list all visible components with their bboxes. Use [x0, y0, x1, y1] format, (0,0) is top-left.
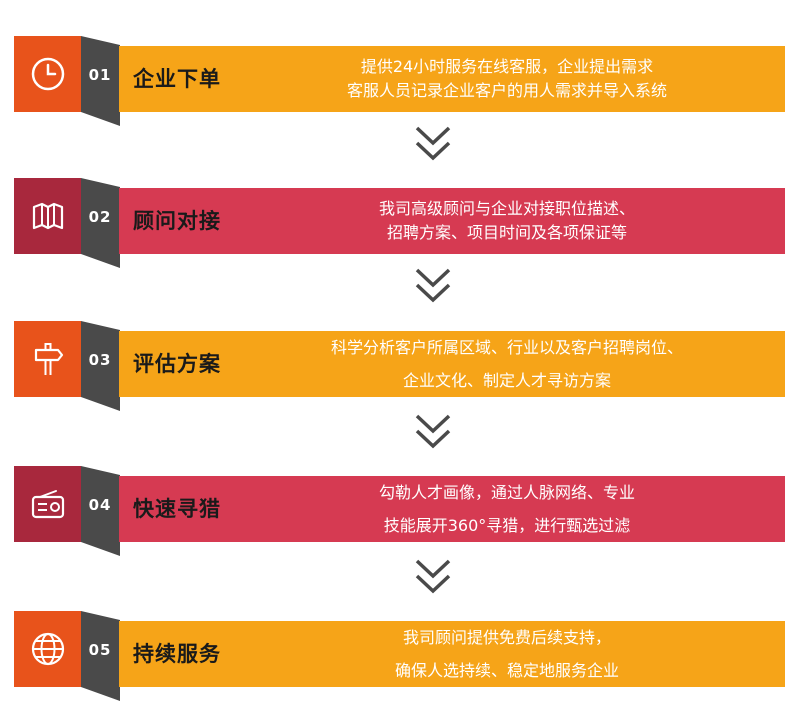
process-step: 05 持续服务 我司顾问提供免费后续支持， 确保人选持续、稳定地服务企业 [0, 599, 800, 701]
step-description: 科学分析客户所属区域、行业以及客户招聘岗位、 企业文化、制定人才寻访方案 [249, 331, 765, 397]
step-number: 03 [88, 351, 112, 369]
chevron-down-icon [414, 266, 452, 306]
step-title: 快速寻猎 [133, 497, 221, 521]
chevron-down-icon [414, 412, 452, 452]
radio-icon [31, 490, 64, 519]
globe-icon [31, 632, 64, 666]
chevron-down-icon [414, 557, 452, 597]
step-bar: 持续服务 我司顾问提供免费后续支持， 确保人选持续、稳定地服务企业 [119, 621, 785, 687]
step-bar: 顾问对接 我司高级顾问与企业对接职位描述、 招聘方案、项目时间及各项保证等 [119, 188, 785, 254]
step-title: 顾问对接 [133, 209, 221, 233]
step-fold [81, 611, 120, 701]
step-icon-box [14, 36, 81, 112]
step-icon-box [14, 466, 81, 542]
step-fold [81, 178, 120, 268]
step-description-line: 招聘方案、项目时间及各项保证等 [386, 223, 627, 242]
step-description: 提供24小时服务在线客服，企业提出需求 客服人员记录企业客户的用人需求并导入系统 [249, 46, 765, 112]
step-fold [81, 466, 120, 556]
process-step: 03 评估方案 科学分析客户所属区域、行业以及客户招聘岗位、 企业文化、制定人才… [0, 309, 800, 411]
step-icon-box [14, 321, 81, 397]
step-fold [81, 321, 120, 411]
step-number: 05 [88, 641, 112, 659]
map-icon [32, 202, 63, 230]
process-step: 02 顾问对接 我司高级顾问与企业对接职位描述、 招聘方案、项目时间及各项保证等 [0, 166, 800, 268]
step-description-line: 我司顾问提供免费后续支持， [402, 628, 611, 647]
signpost-icon [34, 343, 63, 375]
process-step: 04 快速寻猎 勾勒人才画像，通过人脉网络、专业 技能展开360°寻猎，进行甄选… [0, 454, 800, 556]
step-number: 01 [88, 66, 112, 84]
step-description-line: 勾勒人才画像，通过人脉网络、专业 [378, 483, 635, 502]
step-description-line: 我司高级顾问与企业对接职位描述、 [378, 199, 635, 218]
step-icon-box [14, 178, 81, 254]
chevron-down-icon [414, 124, 452, 164]
step-description-line: 企业文化、制定人才寻访方案 [402, 371, 611, 390]
step-description-line: 科学分析客户所属区域、行业以及客户招聘岗位、 [330, 338, 683, 357]
step-bar: 评估方案 科学分析客户所属区域、行业以及客户招聘岗位、 企业文化、制定人才寻访方… [119, 331, 785, 397]
step-description-line: 客服人员记录企业客户的用人需求并导入系统 [346, 81, 667, 100]
step-number: 02 [88, 208, 112, 226]
step-description: 我司高级顾问与企业对接职位描述、 招聘方案、项目时间及各项保证等 [249, 188, 765, 254]
step-bar: 快速寻猎 勾勒人才画像，通过人脉网络、专业 技能展开360°寻猎，进行甄选过滤 [119, 476, 785, 542]
process-step: 01 企业下单 提供24小时服务在线客服，企业提出需求 客服人员记录企业客户的用… [0, 24, 800, 126]
step-fold [81, 36, 120, 126]
step-number: 04 [88, 496, 112, 514]
clock-icon [31, 57, 64, 91]
step-description-line: 提供24小时服务在线客服，企业提出需求 [360, 57, 654, 76]
step-title: 评估方案 [133, 352, 221, 376]
step-icon-box [14, 611, 81, 687]
step-description-line: 技能展开360°寻猎，进行甄选过滤 [383, 516, 631, 535]
step-bar: 企业下单 提供24小时服务在线客服，企业提出需求 客服人员记录企业客户的用人需求… [119, 46, 785, 112]
step-title: 持续服务 [133, 642, 221, 666]
step-description-line: 确保人选持续、稳定地服务企业 [394, 661, 619, 680]
step-title: 企业下单 [133, 67, 221, 91]
step-description: 勾勒人才画像，通过人脉网络、专业 技能展开360°寻猎，进行甄选过滤 [249, 476, 765, 542]
step-description: 我司顾问提供免费后续支持， 确保人选持续、稳定地服务企业 [249, 621, 765, 687]
